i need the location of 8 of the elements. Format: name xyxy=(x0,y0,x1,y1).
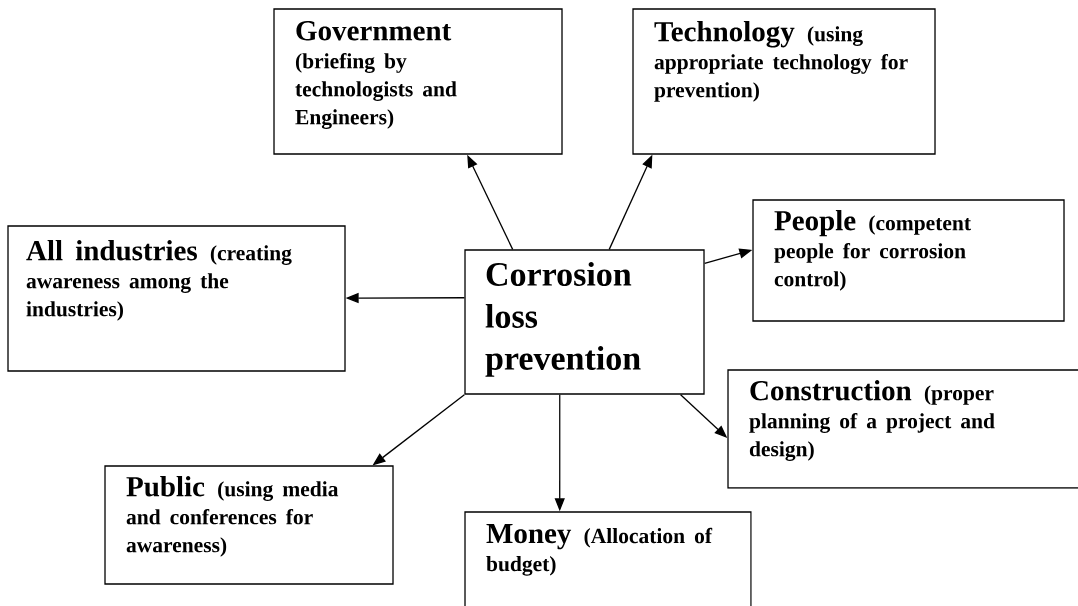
text-box: Construction (proper planning of a project and design) xyxy=(727,369,1078,489)
text-box: Public (using media and conferences for awareness) xyxy=(104,465,394,585)
text-box: People (competent people for corrosion control) xyxy=(752,199,1065,322)
text-box: Government (briefing by technologists and Engineers) xyxy=(273,8,563,155)
text-box: Corrosion loss prevention xyxy=(464,249,705,395)
text-box: Technology (using appropriate technology for prevention) xyxy=(632,8,936,155)
text-box: Money (Allocation of budget) xyxy=(464,511,752,606)
text-box: All industries (creating awareness among the industries) xyxy=(7,225,346,372)
